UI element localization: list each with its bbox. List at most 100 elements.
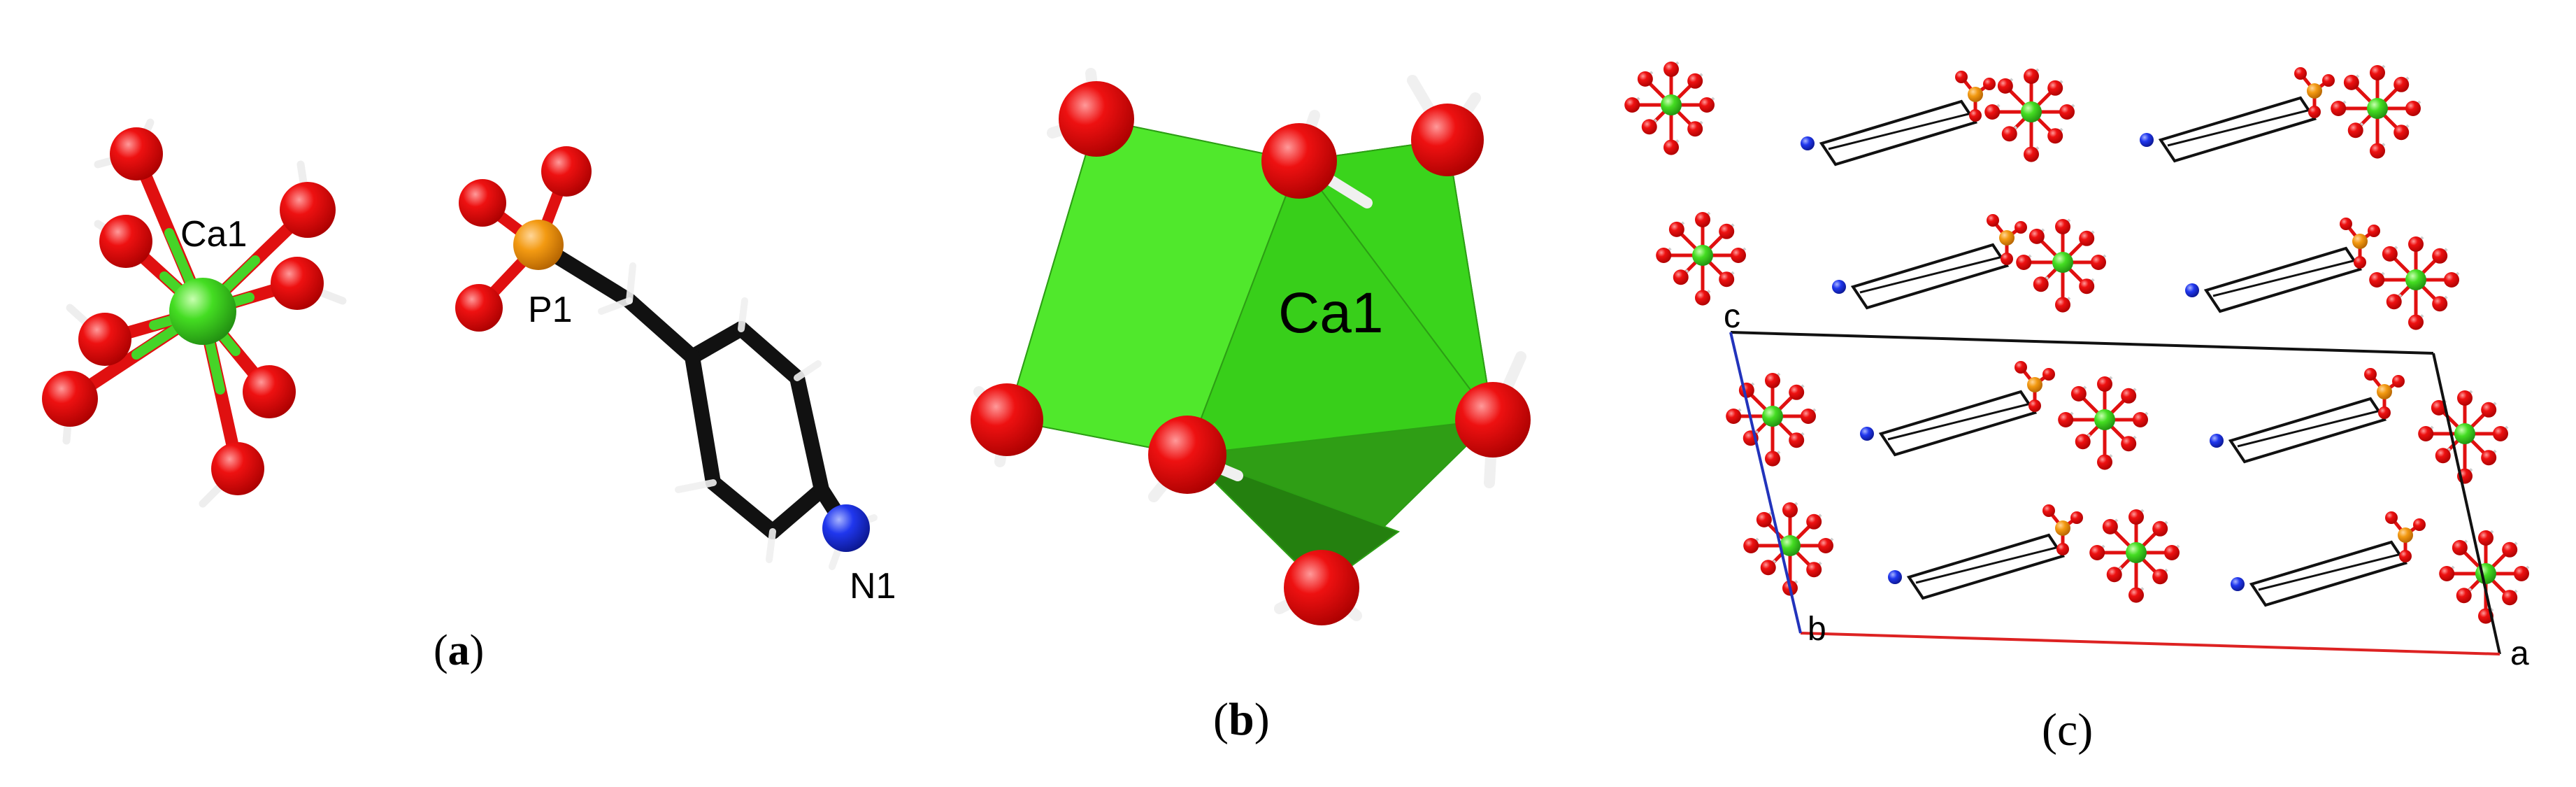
oxygen-atom [2478, 530, 2493, 546]
oxygen-atom [1726, 409, 1742, 424]
oxygen-atom [2431, 399, 2447, 416]
oxygen-atom [1782, 502, 1798, 518]
oxygen-atom [2369, 272, 2385, 288]
oxygen-atom [2408, 314, 2424, 330]
aromatic-bond [2212, 260, 2354, 297]
oxygen-atom [2042, 504, 2055, 517]
oxygen-atom [2432, 296, 2448, 312]
oxygen-atom [2481, 450, 2497, 466]
oxygen-atom [2457, 390, 2473, 406]
oxygen-atom [1984, 104, 2001, 120]
oxygen-atom [1789, 432, 1805, 448]
nitrogen-atom [1832, 280, 1846, 294]
calcium-coordination-polyhedron [1006, 118, 1495, 589]
oxygen-atom [2059, 104, 2075, 120]
calcium-atom [2094, 409, 2115, 430]
oxygen-atom [1801, 409, 1816, 424]
oxygen-atom [2042, 368, 2055, 381]
calcium-atom [1762, 406, 1783, 427]
nitrogen-atom [2185, 283, 2199, 297]
calcium-atom [2126, 542, 2147, 563]
oxygen-atom [2385, 511, 2398, 524]
oxygen-atom [2456, 588, 2472, 604]
aromatic-bond [1828, 113, 1969, 150]
calcium-atom [2454, 423, 2475, 444]
oxygen-atom [2378, 406, 2391, 419]
oxygen-atom [2152, 520, 2168, 537]
axis-label-c: c [1724, 298, 1740, 335]
oxygen-atoms [971, 81, 1531, 625]
oxygen-atom [2015, 221, 2027, 234]
oxygen-atom [1743, 538, 1759, 553]
oxygen-atom [2128, 587, 2144, 603]
oxygen-atom [2047, 128, 2063, 144]
calcium-aqua-complex: Ca1 [42, 118, 347, 508]
oxygen-atom [2079, 230, 2095, 246]
axis-label-a: a [2510, 635, 2529, 672]
atom-label-n1: N1 [850, 566, 896, 607]
phenyl-chain [1878, 390, 2038, 457]
aromatic-bond [1859, 256, 2001, 294]
calcium-atom [2021, 101, 2042, 122]
phosphorus-atom [1968, 87, 1983, 102]
panel-c: c b a (c) [1624, 61, 2530, 756]
oxygen-atom [2152, 569, 2168, 585]
aromatic-bond [1915, 546, 2056, 584]
oxygen-atom [1983, 78, 1996, 90]
oxygen-atom [2133, 412, 2148, 427]
phosphorus-atom [2055, 520, 2070, 536]
phenyl-chain [2228, 397, 2387, 464]
oxygen-atom [2502, 590, 2518, 606]
oxygen-atom [2079, 278, 2095, 295]
oxygen-atom [1731, 248, 1746, 263]
calcium-atom [2367, 98, 2388, 119]
oxygen-atom [2393, 76, 2410, 92]
oxygen-atom [2481, 402, 2497, 418]
oxygen-atom [2070, 511, 2083, 524]
oxygen-atom [1695, 212, 1710, 227]
phenyl-chain [1819, 99, 1978, 166]
oxygen-atom [2047, 80, 2063, 96]
oxygen-atom [2102, 518, 2118, 534]
axis-b-line [1729, 332, 1802, 634]
aromatic-bond [2167, 109, 2308, 147]
oxygen-atom [2033, 276, 2049, 292]
oxygen-atom [2055, 297, 2070, 313]
phenyl-chain [2249, 540, 2408, 607]
oxygen-atom [2502, 541, 2518, 558]
oxygen-atom [2370, 143, 2385, 159]
oxygen-atom [2435, 448, 2451, 464]
oxygen-atom [1789, 384, 1805, 400]
oxygen-atoms [42, 127, 336, 495]
phosphorus-atom [2027, 377, 2042, 392]
oxygen-atom [2121, 388, 2137, 404]
oxygen-atom [2439, 566, 2455, 581]
oxygen-atom [2408, 236, 2424, 252]
oxygen-atoms [455, 146, 592, 332]
aminobenzylphosphonate-molecule: P1 N1 [455, 146, 896, 607]
oxygen-atom [1969, 109, 1982, 122]
oxygen-atom [2128, 509, 2144, 525]
oxygen-atom [2075, 434, 2091, 450]
oxygen-atom [2001, 126, 2017, 142]
oxygen-atom [2294, 67, 2307, 80]
oxygen-atom [2370, 65, 2385, 80]
oxygen-atom [2354, 256, 2366, 269]
oxygen-atom [1624, 97, 1640, 113]
oxygen-atom [2070, 385, 2087, 402]
oxygen-atom [2015, 361, 2027, 374]
oxygen-atom [2382, 246, 2398, 262]
oxygen-atom [2056, 543, 2069, 555]
oxygen-atom [2368, 225, 2380, 237]
oxygen-atom [1818, 538, 1833, 553]
atom-label-p1: P1 [528, 290, 573, 330]
oxygen-atom [2001, 253, 2013, 265]
panel-c-caption: (c) [2042, 704, 2093, 756]
oxygen-atom [2392, 375, 2405, 388]
oxygen-atom [1663, 139, 1679, 155]
nitrogen-atom [1888, 570, 1902, 584]
oxygen-atom [2399, 550, 2412, 562]
oxygen-atom [2024, 69, 2039, 84]
oxygen-atom [2386, 294, 2402, 310]
